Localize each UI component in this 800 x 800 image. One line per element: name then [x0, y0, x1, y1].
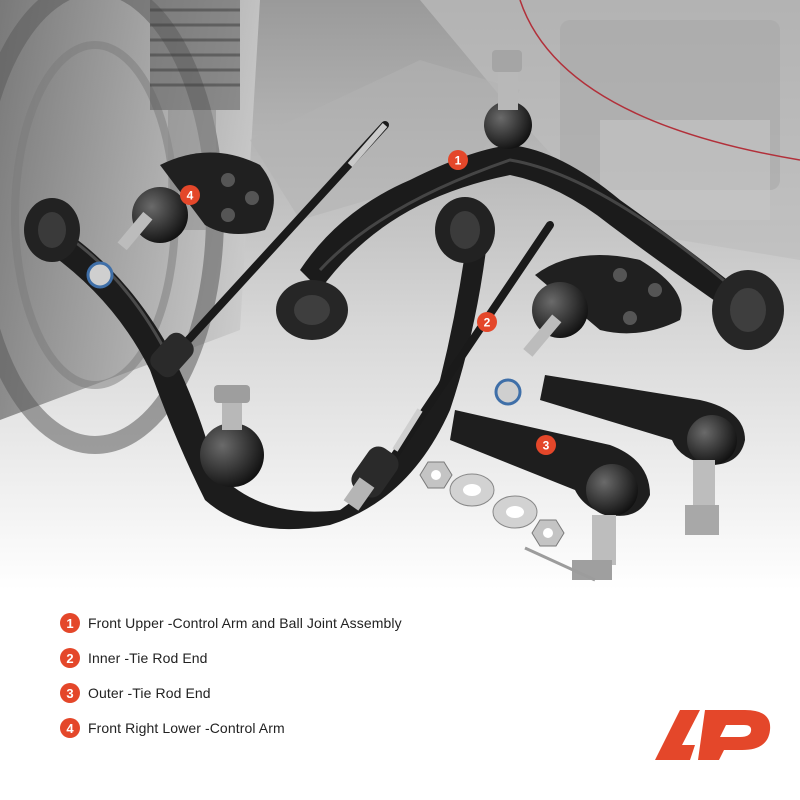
callout-badge-3: 3: [536, 435, 556, 455]
legend-number-badge: 3: [60, 683, 80, 703]
callout-badge-1: 1: [448, 150, 468, 170]
legend-item-1: 1 Front Upper -Control Arm and Ball Join…: [60, 611, 580, 635]
outer-tie-rod-front: [450, 410, 650, 580]
legend-label: Front Upper -Control Arm and Ball Joint …: [88, 615, 402, 631]
legend-item-2: 2 Inner -Tie Rod End: [60, 646, 580, 670]
ball-joint-left: [86, 152, 274, 289]
inner-tie-rod-right: [343, 221, 554, 511]
legend-number-badge: 2: [60, 648, 80, 668]
callout-number-2: 2: [484, 316, 491, 330]
ball-joint-right: [494, 255, 682, 406]
callout-badge-2: 2: [477, 312, 497, 332]
legend-number-badge: 1: [60, 613, 80, 633]
parts-legend: 1 Front Upper -Control Arm and Ball Join…: [60, 611, 580, 751]
a-premium-logo-icon: [655, 710, 771, 760]
product-photo: 1 2 3 4: [0, 0, 800, 590]
hardware-nuts-washers: [419, 461, 596, 582]
legend-item-4: 4 Front Right Lower -Control Arm: [60, 716, 580, 740]
callout-number-3: 3: [543, 439, 550, 453]
outer-tie-rod-rear: [540, 375, 745, 535]
callout-number-4: 4: [187, 189, 194, 203]
legend-label: Inner -Tie Rod End: [88, 650, 208, 666]
legend-label: Outer -Tie Rod End: [88, 685, 211, 701]
callout-number-1: 1: [455, 154, 462, 168]
legend-item-3: 3 Outer -Tie Rod End: [60, 681, 580, 705]
legend-number-badge: 4: [60, 718, 80, 738]
inner-tie-rod-left: [150, 121, 389, 378]
upper-control-arm: [276, 50, 784, 350]
callout-badge-4: 4: [180, 185, 200, 205]
legend-label: Front Right Lower -Control Arm: [88, 720, 285, 736]
lower-control-arm: [24, 197, 495, 530]
